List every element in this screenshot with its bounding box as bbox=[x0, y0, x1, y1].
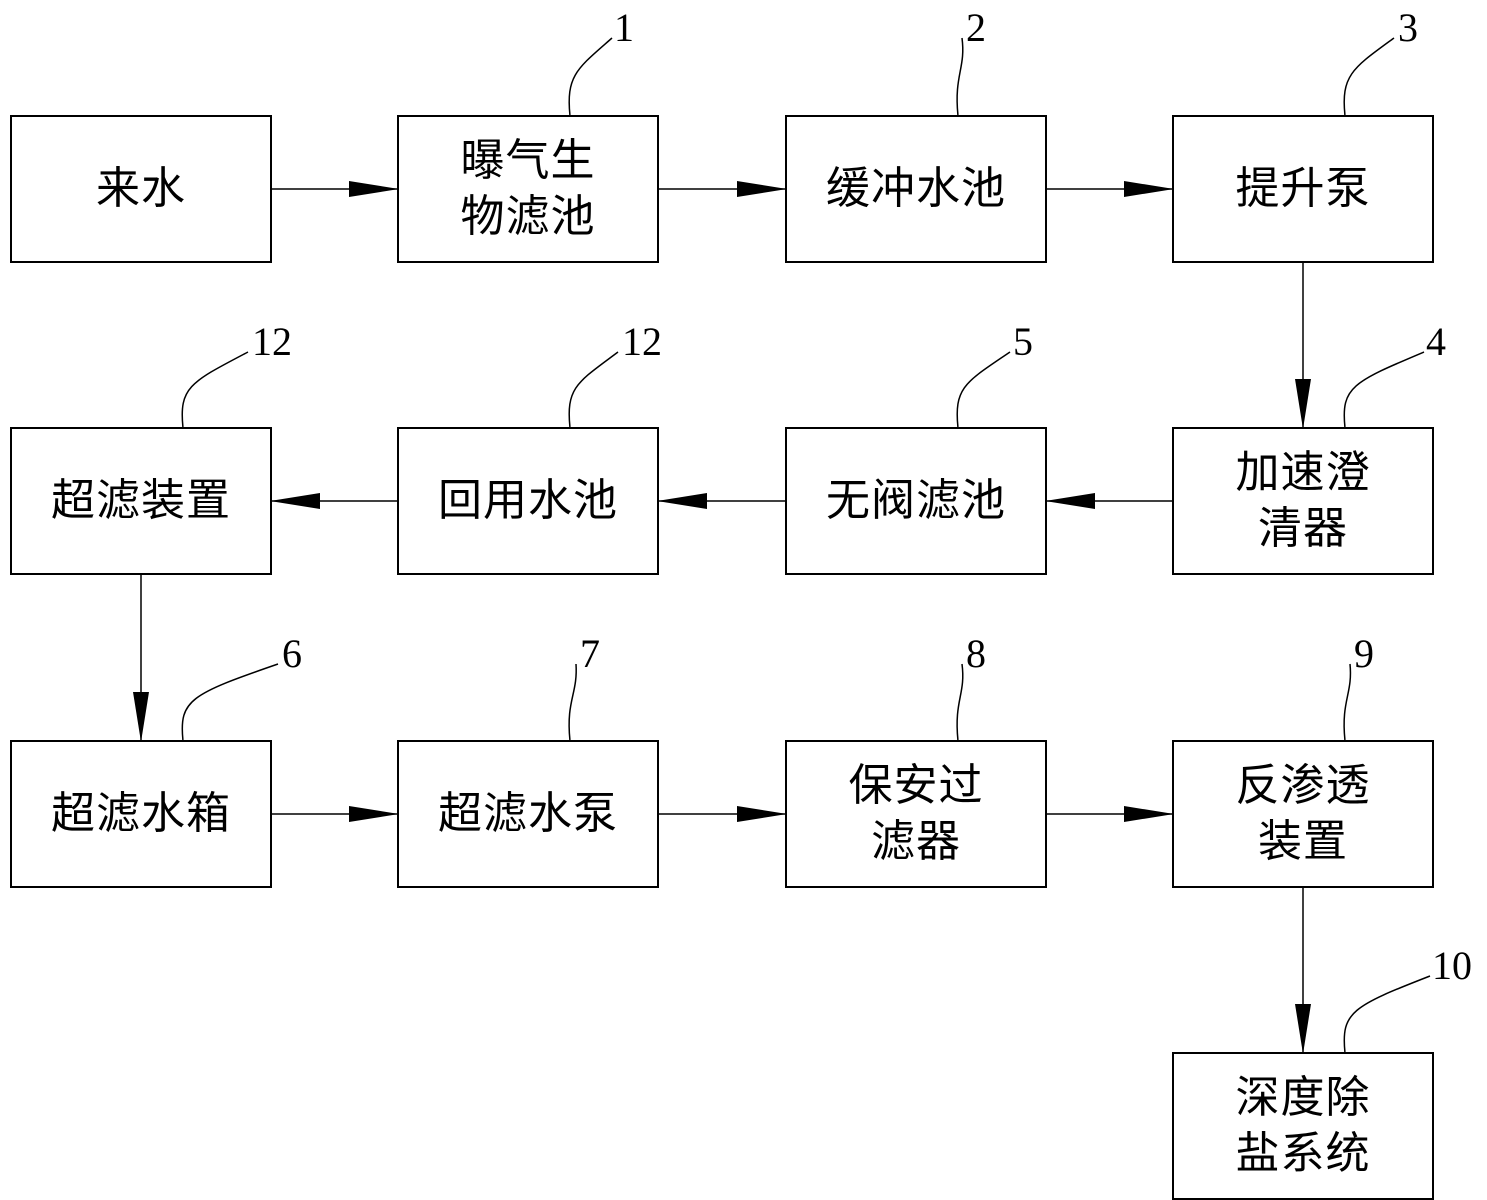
node-label: 超滤水箱 bbox=[51, 788, 231, 839]
node-valveless-filter: 无阀滤池 bbox=[785, 427, 1047, 575]
reference-number: 10 bbox=[1432, 943, 1472, 988]
leader-line-n11 bbox=[1343, 975, 1431, 1053]
node-biological-aerated-filter: 曝气生 物滤池 bbox=[397, 115, 659, 263]
reference-number: 1 bbox=[614, 5, 634, 50]
leader-line-n1 bbox=[568, 37, 613, 116]
node-reuse-water-tank: 回用水池 bbox=[397, 427, 659, 575]
node-accelerated-clarifier: 加速澄 清器 bbox=[1172, 427, 1434, 575]
leader-line-n12 bbox=[568, 351, 619, 428]
reference-number: 12 bbox=[252, 319, 292, 364]
node-label: 来水 bbox=[96, 163, 186, 214]
leader-line-n9 bbox=[956, 663, 964, 741]
node-label: 超滤装置 bbox=[51, 475, 231, 526]
reference-number: 3 bbox=[1398, 5, 1418, 50]
node-lift-pump: 提升泵 bbox=[1172, 115, 1434, 263]
node-ultrafiltration-unit: 超滤装置 bbox=[10, 427, 272, 575]
leader-line-n7 bbox=[181, 663, 279, 741]
leader-line-n3 bbox=[1343, 37, 1395, 116]
leader-line-n5 bbox=[956, 351, 1011, 428]
reference-number: 7 bbox=[580, 631, 600, 676]
leader-line-n8 bbox=[568, 663, 577, 741]
node-security-filter: 保安过 滤器 bbox=[785, 740, 1047, 888]
node-reverse-osmosis-unit: 反渗透 装置 bbox=[1172, 740, 1434, 888]
leader-line-n6 bbox=[181, 351, 249, 428]
reference-number: 12 bbox=[622, 319, 662, 364]
reference-number: 2 bbox=[966, 5, 986, 50]
node-label: 曝气生 物滤池 bbox=[460, 135, 596, 242]
reference-number: 6 bbox=[282, 631, 302, 676]
node-label: 加速澄 清器 bbox=[1235, 447, 1371, 554]
node-ultrafiltration-water-tank: 超滤水箱 bbox=[10, 740, 272, 888]
reference-number: 5 bbox=[1013, 319, 1033, 364]
node-deep-desalination-system: 深度除 盐系统 bbox=[1172, 1052, 1434, 1200]
node-label: 保安过 滤器 bbox=[848, 760, 984, 867]
leader-line-n2 bbox=[956, 37, 964, 116]
node-buffer-tank: 缓冲水池 bbox=[785, 115, 1047, 263]
node-incoming-water: 来水 bbox=[10, 115, 272, 263]
node-label: 反渗透 装置 bbox=[1235, 760, 1371, 867]
node-label: 深度除 盐系统 bbox=[1235, 1072, 1371, 1179]
node-label: 回用水池 bbox=[438, 475, 618, 526]
reference-number: 4 bbox=[1426, 319, 1446, 364]
leader-line-n4 bbox=[1343, 351, 1425, 428]
leader-line-n10 bbox=[1343, 663, 1352, 741]
reference-number: 9 bbox=[1354, 631, 1374, 676]
node-ultrafiltration-pump: 超滤水泵 bbox=[397, 740, 659, 888]
reference-number: 8 bbox=[966, 631, 986, 676]
node-label: 缓冲水池 bbox=[826, 163, 1006, 214]
node-label: 无阀滤池 bbox=[826, 475, 1006, 526]
node-label: 提升泵 bbox=[1235, 163, 1371, 214]
node-label: 超滤水泵 bbox=[438, 788, 618, 839]
